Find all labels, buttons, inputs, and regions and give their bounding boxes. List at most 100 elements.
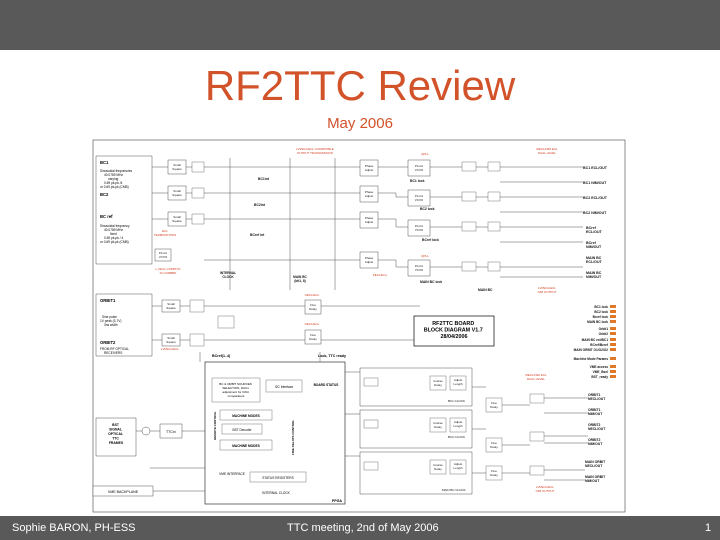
ttcrx-label: TTCrx: [166, 430, 176, 434]
svg-text:Orbit1: Orbit1: [599, 327, 609, 331]
svg-text:Adjust: Adjust: [365, 194, 374, 198]
svg-text:NIM/OUT: NIM/OUT: [586, 245, 602, 249]
svg-text:Delay: Delay: [434, 425, 442, 429]
input-orbit-panel: [95, 293, 153, 357]
svg-text:MECL/NIM ECL: MECL/NIM ECL: [525, 373, 547, 377]
svg-text:VCXO: VCXO: [159, 255, 168, 259]
svg-text:VME access: VME access: [590, 365, 609, 369]
svg-text:BC2 lock: BC2 lock: [594, 310, 608, 314]
out-bc2-ecl: BC2 ECL/OUT: [583, 196, 608, 200]
bc2-clock-label: BC2 CLOCK: [448, 435, 465, 439]
input-bcref-desc: Sinusoidal frequency 40.0789 MHz fixed 0…: [100, 224, 130, 244]
svg-text:QPLL: QPLL: [421, 254, 429, 258]
diagram-frame: [92, 139, 626, 513]
svg-text:MAIN ORBIT: MAIN ORBIT: [585, 475, 606, 479]
svg-text:MAIN BC lock: MAIN BC lock: [587, 320, 608, 324]
bcref-lock-label: BCref lock: [422, 238, 439, 242]
svg-text:MAIN BC ext/BC1: MAIN BC ext/BC1: [582, 338, 609, 342]
svg-text:Phase: Phase: [365, 190, 374, 194]
top-bar: [0, 0, 720, 50]
i2c-interface-label: I2C Interface: [275, 385, 293, 389]
svg-text:NECL/OUT: NECL/OUT: [588, 397, 606, 401]
svg-text:Square: Square: [166, 306, 176, 310]
svg-text:DUAL LEVEL: DUAL LEVEL: [538, 151, 556, 155]
svg-text:ECL: ECL: [162, 229, 168, 233]
pll-vcxo-left: [154, 248, 172, 262]
internal-clock-bottom: INTERNAL CLOCK: [262, 491, 290, 495]
input-bcref-label: BC ref: [100, 214, 113, 219]
svg-text:NIM OUTPUT: NIM OUTPUT: [536, 489, 555, 493]
svg-text:(bit1, 8): (bit1, 8): [294, 279, 305, 283]
phase-adjust-bc2: [359, 185, 379, 203]
svg-text:ORBIT1: ORBIT1: [588, 408, 601, 412]
svg-text:Phase: Phase: [365, 164, 374, 168]
svg-text:Small: Small: [173, 215, 181, 219]
svg-text:NIM/OUT: NIM/OUT: [586, 275, 602, 279]
svg-text:TERMINATIONS: TERMINATIONS: [154, 233, 176, 237]
svg-text:PECL/ECL: PECL/ECL: [373, 273, 388, 277]
svg-text:PLL/A: PLL/A: [415, 194, 423, 198]
svg-text:Delay: Delay: [434, 467, 442, 471]
svg-text:ORBIT2: ORBIT2: [588, 438, 601, 442]
svg-text:LVPECL/ECL: LVPECL/ECL: [161, 347, 179, 351]
svg-text:Bcref lock: Bcref lock: [593, 315, 609, 319]
svg-text:Phase: Phase: [365, 256, 374, 260]
status-registers-label: STATUS REGISTERS: [262, 476, 293, 480]
machine-modes-box-2: [219, 439, 273, 451]
svg-text:Adjust: Adjust: [365, 220, 374, 224]
svg-text:Machine Mode Params: Machine Mode Params: [574, 357, 609, 361]
svg-text:MAIN ORBIT O1/O2/O2: MAIN ORBIT O1/O2/O2: [574, 348, 609, 352]
footer-author: Sophie BARON, PH-ESS: [12, 522, 136, 534]
svg-text:Length: Length: [453, 382, 463, 386]
svg-text:NECL/ECL: NECL/ECL: [305, 293, 320, 297]
svg-text:BCref/Bcref: BCref/Bcref: [590, 343, 609, 347]
bc1int-label: BC1int: [258, 177, 270, 181]
svg-text:Fine: Fine: [491, 401, 497, 405]
svg-text:QPLL: QPLL: [421, 152, 429, 156]
bc1-lock-label: BC1 lock: [410, 179, 425, 183]
bcref-bus: BCref(1..4): [212, 354, 231, 358]
slide-title: RF2TTC Review: [204, 62, 516, 109]
svg-text:LVPECL/ECL COMPATIBLE: LVPECL/ECL COMPATIBLE: [296, 147, 334, 151]
bc1-clock-label: BC1 CLOCK: [448, 399, 465, 403]
svg-text:L,VECL COMPITO: L,VECL COMPITO: [155, 267, 181, 271]
input-bc-panel: [95, 155, 153, 265]
footer-bar: Sophie BARON, PH-ESS TTC meeting, 2nd of…: [0, 516, 720, 540]
svg-text:Phase: Phase: [365, 216, 374, 220]
svg-text:IN CORBBN: IN CORBBN: [160, 271, 177, 275]
i2c-interface-box: [265, 379, 303, 393]
bc2int-label: BC2int: [254, 203, 266, 207]
input-bc2-label: BC2: [100, 192, 109, 197]
input-orbit-desc: Sine pulse 1V peak (3-7V) 3ns width: [100, 315, 122, 327]
svg-text:Small: Small: [167, 336, 175, 340]
svg-text:BCref: BCref: [586, 226, 597, 230]
input-ttc-label: BST SIGNAL OPTICAL TTC FRAMES: [108, 423, 124, 445]
svg-text:NECL/OUT: NECL/OUT: [585, 464, 603, 468]
svg-text:ECL/OUT: ECL/OUT: [586, 260, 603, 264]
pll-bc1: [407, 159, 431, 177]
bst-decoder-label: BST Decoder: [232, 428, 252, 432]
svg-text:Small: Small: [173, 163, 181, 167]
svg-text:Square: Square: [172, 193, 182, 197]
out-bc1-nim: BC1 NIM/OUT: [583, 181, 607, 185]
machine-modes-label-2: MACHINE MODES: [232, 444, 259, 448]
svg-text:DUAL LEVEL: DUAL LEVEL: [527, 377, 545, 381]
svg-text:LVPECL/ECL: LVPECL/ECL: [538, 286, 556, 290]
svg-text:VCXO: VCXO: [415, 228, 424, 232]
svg-text:MAIN ORBIT: MAIN ORBIT: [585, 460, 606, 464]
pll-bcref: [407, 219, 431, 237]
slide-subtitle: May 2006: [327, 115, 393, 132]
bcrefint-label: BCref int: [250, 233, 265, 237]
input-orbit2-label: ORBIT2: [100, 340, 116, 345]
svg-text:Small: Small: [173, 189, 181, 193]
svg-text:ORBIT1: ORBIT1: [588, 393, 601, 397]
svg-text:Delay: Delay: [490, 445, 498, 449]
status-registers-box: [249, 471, 307, 483]
svg-text:PLL/A: PLL/A: [159, 251, 167, 255]
svg-text:Square: Square: [166, 340, 176, 344]
svg-text:Small: Small: [167, 302, 175, 306]
svg-text:VCXO: VCXO: [415, 198, 424, 202]
input-bc1-desc: Sinusoidal frequencies 40.0789 MHz varyi…: [100, 169, 133, 189]
svg-text:Fine: Fine: [491, 441, 497, 445]
